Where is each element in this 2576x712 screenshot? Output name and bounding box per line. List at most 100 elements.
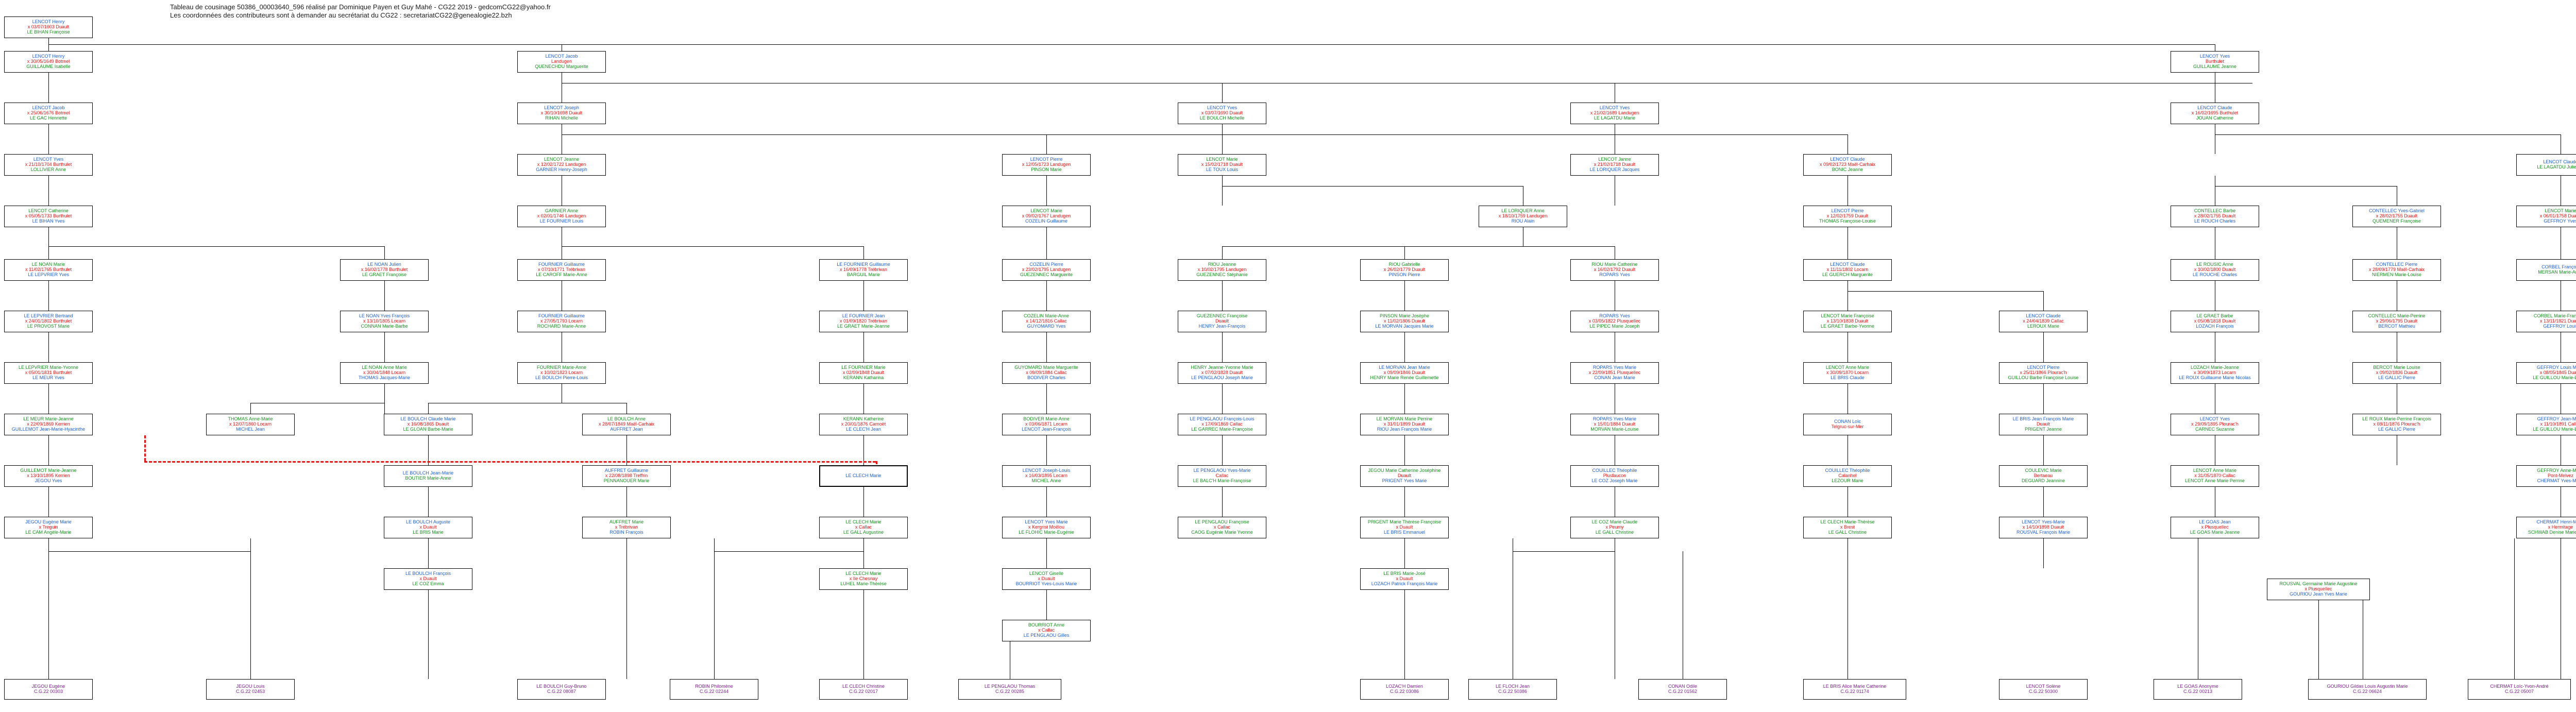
person-union-box[interactable]: LE CLECH Marie <box>819 465 908 487</box>
